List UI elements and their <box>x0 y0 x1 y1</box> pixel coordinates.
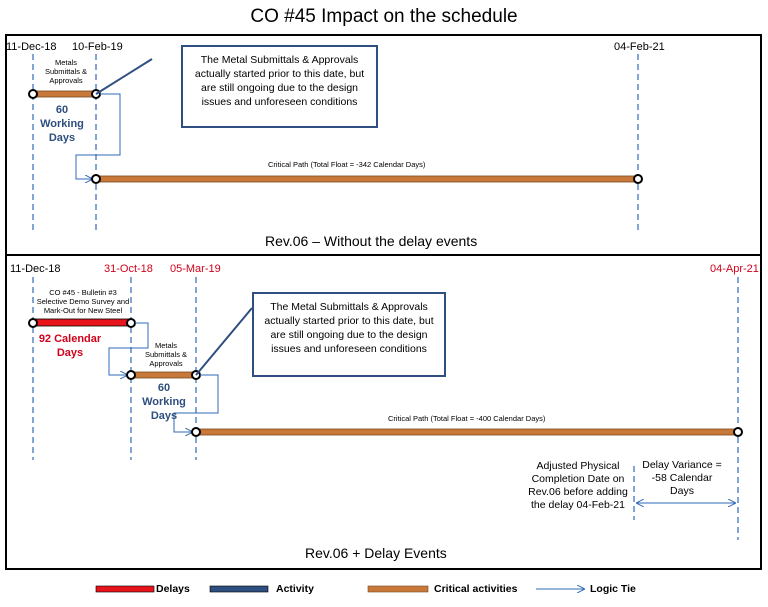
panel-with-delay <box>5 254 762 570</box>
bottom-date-start: 11-Dec-18 <box>10 263 61 275</box>
logic-tie-bottom <box>173 374 219 432</box>
delay-start-node <box>28 318 38 328</box>
callout-connector-top <box>95 58 153 95</box>
delay-variance-note: Delay Variance = -58 Calendar Days <box>642 459 722 497</box>
legend-delay-swatch <box>95 585 155 593</box>
top-caption: Rev.06 – Without the delay events <box>265 233 478 249</box>
critical-end-node-b <box>733 427 743 437</box>
legend-logic-tie-label: Logic Tie <box>590 583 636 595</box>
legend-activity-swatch <box>209 585 269 593</box>
activity-bar-bottom <box>130 371 197 379</box>
top-date-start: 11-Dec-18 <box>6 41 57 53</box>
legend-critical-swatch <box>367 585 429 593</box>
logic-tie-top <box>75 93 121 179</box>
activity-start-node <box>28 89 38 99</box>
top-date-activity-end: 10-Feb-19 <box>72 41 123 53</box>
diagram-title: CO #45 Impact on the schedule <box>250 6 518 27</box>
critical-path-bar-top <box>95 175 639 183</box>
logic-tie-delay <box>108 322 149 375</box>
bottom-activity-duration: 60 Working Days <box>142 382 186 422</box>
adjusted-completion-note: Adjusted Physical Completion Date on Rev… <box>528 460 628 511</box>
bottom-activity-label: Metals Submittals & Approvals <box>144 341 188 368</box>
legend-critical-label: Critical activities <box>434 583 518 595</box>
top-callout: The Metal Submittals & Approvals actuall… <box>181 45 378 128</box>
critical-start-node <box>91 174 101 184</box>
bottom-critical-path-label: Critical Path (Total Float = -400 Calend… <box>388 414 546 423</box>
legend-delays-label: Delays <box>156 583 190 595</box>
activity-start-node-b <box>126 370 136 380</box>
top-activity-duration: 60 Working Days <box>40 104 84 144</box>
bottom-date-activity-end: 05-Mar-19 <box>170 263 221 275</box>
top-critical-path-label: Critical Path (Total Float = -342 Calend… <box>268 160 426 169</box>
bottom-caption: Rev.06 + Delay Events <box>305 545 447 561</box>
bottom-date-delay-end: 31-Oct-18 <box>104 263 153 275</box>
bottom-date-finish: 04-Apr-21 <box>710 263 759 275</box>
top-date-finish: 04-Feb-21 <box>614 41 665 53</box>
callout-connector-bottom <box>195 307 253 376</box>
activity-bar-top <box>32 90 97 98</box>
critical-end-node <box>633 174 643 184</box>
delay-label: CO #45 - Bulletin #3 Selective Demo Surv… <box>36 288 130 315</box>
delay-duration: 92 Calendar Days <box>38 333 102 359</box>
delay-bar <box>32 318 132 327</box>
top-activity-label: Metals Submittals & Approvals <box>44 58 88 85</box>
critical-path-bar-bottom <box>195 428 739 436</box>
bottom-callout: The Metal Submittals & Approvals actuall… <box>252 292 446 377</box>
critical-start-node-b <box>191 427 201 437</box>
legend-activity-label: Activity <box>276 583 314 595</box>
delay-end-node <box>126 318 136 328</box>
